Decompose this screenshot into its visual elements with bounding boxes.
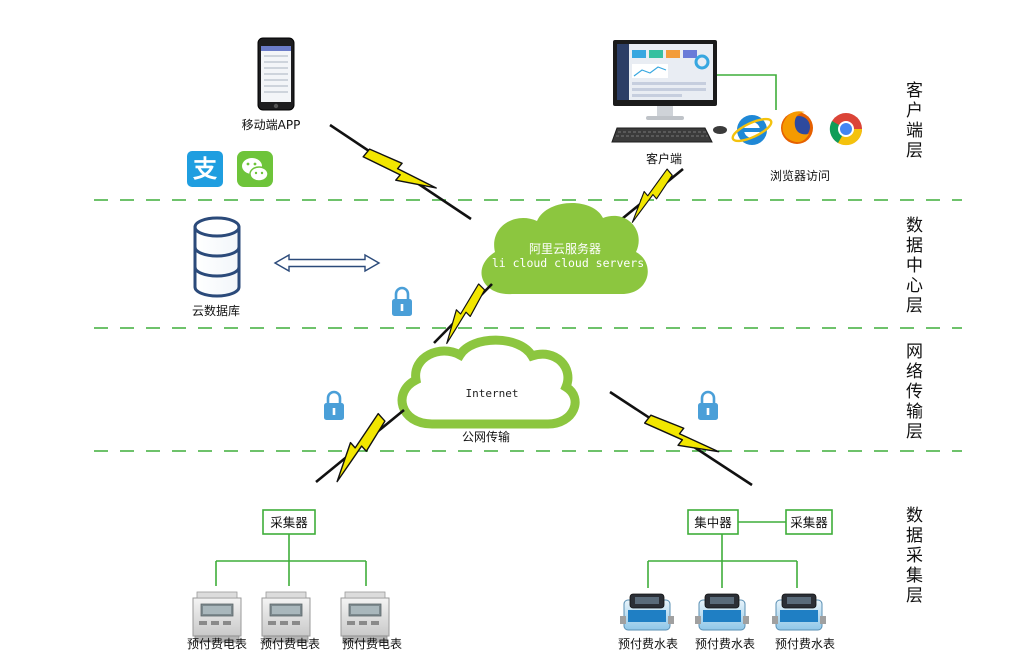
mobile-to-cloud-link [329, 123, 472, 221]
electric-meter-label-1: 预付费电表 [187, 637, 247, 651]
water-meter-2 [694, 593, 750, 631]
left-tree-lines [215, 534, 367, 586]
water-meter-label-1: 预付费水表 [618, 637, 678, 651]
lock-icon-datacenter [390, 286, 414, 318]
electric-meter-2 [261, 591, 311, 643]
aliyun-cloud-title: 阿里云服务器 [529, 241, 601, 256]
lock-icon-network-right [696, 390, 720, 422]
desktop-monitor [613, 40, 717, 120]
monitor-browser-connector [717, 74, 777, 110]
electric-meter-label-3: 预付费电表 [342, 637, 402, 651]
wechat-icon [237, 151, 273, 187]
internet-label: Internet [466, 387, 519, 400]
layer-label-datacenter: 数据中心层 [906, 216, 923, 316]
left-collector-label: 采集器 [270, 515, 308, 530]
desktop-client-label: 客户端 [646, 151, 682, 166]
public-network-label: 公网传输 [462, 429, 510, 444]
aliyun-cloud-subtitle: li cloud cloud servers [492, 256, 644, 270]
water-meter-3 [771, 593, 827, 631]
cloud-to-internet-link [432, 283, 494, 345]
water-meter-1 [619, 593, 675, 631]
desktop-to-cloud-link [616, 167, 684, 225]
left-collector-box [262, 509, 316, 535]
concentrator-label: 集中器 [694, 515, 732, 530]
water-meter-label-2: 预付费水表 [695, 637, 755, 651]
mobile-app-label: 移动端APP [242, 118, 301, 132]
chrome-browser-icon [829, 113, 863, 146]
layer-labels: 客户端层 数据中心层 网络传输层 数据采集层 [906, 81, 923, 606]
svg-text:支: 支 [193, 155, 218, 183]
keyboard-icon [611, 126, 727, 143]
right-collector-label: 采集器 [790, 515, 828, 530]
concentrator-box [687, 509, 739, 535]
cloud-database-label: 云数据库 [192, 303, 240, 318]
database-icon [193, 216, 241, 298]
firefox-browser-icon [781, 111, 813, 144]
bidirectional-arrow [273, 253, 381, 273]
electric-meter-3 [340, 591, 390, 643]
internet-to-left-collector-link [315, 408, 405, 484]
alipay-icon: 支 [187, 151, 223, 187]
electric-meter-label-2: 预付费电表 [260, 637, 320, 651]
browser-access-label: 浏览器访问 [770, 168, 830, 183]
internet-cloud [397, 335, 580, 429]
layer-label-network: 网络传输层 [906, 342, 923, 442]
internet-to-right-concentrator-link [609, 390, 753, 487]
layer-label-client: 客户端层 [906, 81, 923, 161]
layer-label-collection: 数据采集层 [906, 506, 923, 606]
ie-browser-icon [731, 115, 773, 145]
mobile-phone [257, 37, 295, 111]
right-collector-box [785, 509, 833, 535]
electric-meter-1 [192, 591, 242, 643]
water-meter-label-3: 预付费水表 [775, 637, 835, 651]
right-tree-lines [647, 534, 798, 588]
aliyun-cloud [481, 202, 648, 295]
lock-icon-network-left [322, 390, 346, 422]
